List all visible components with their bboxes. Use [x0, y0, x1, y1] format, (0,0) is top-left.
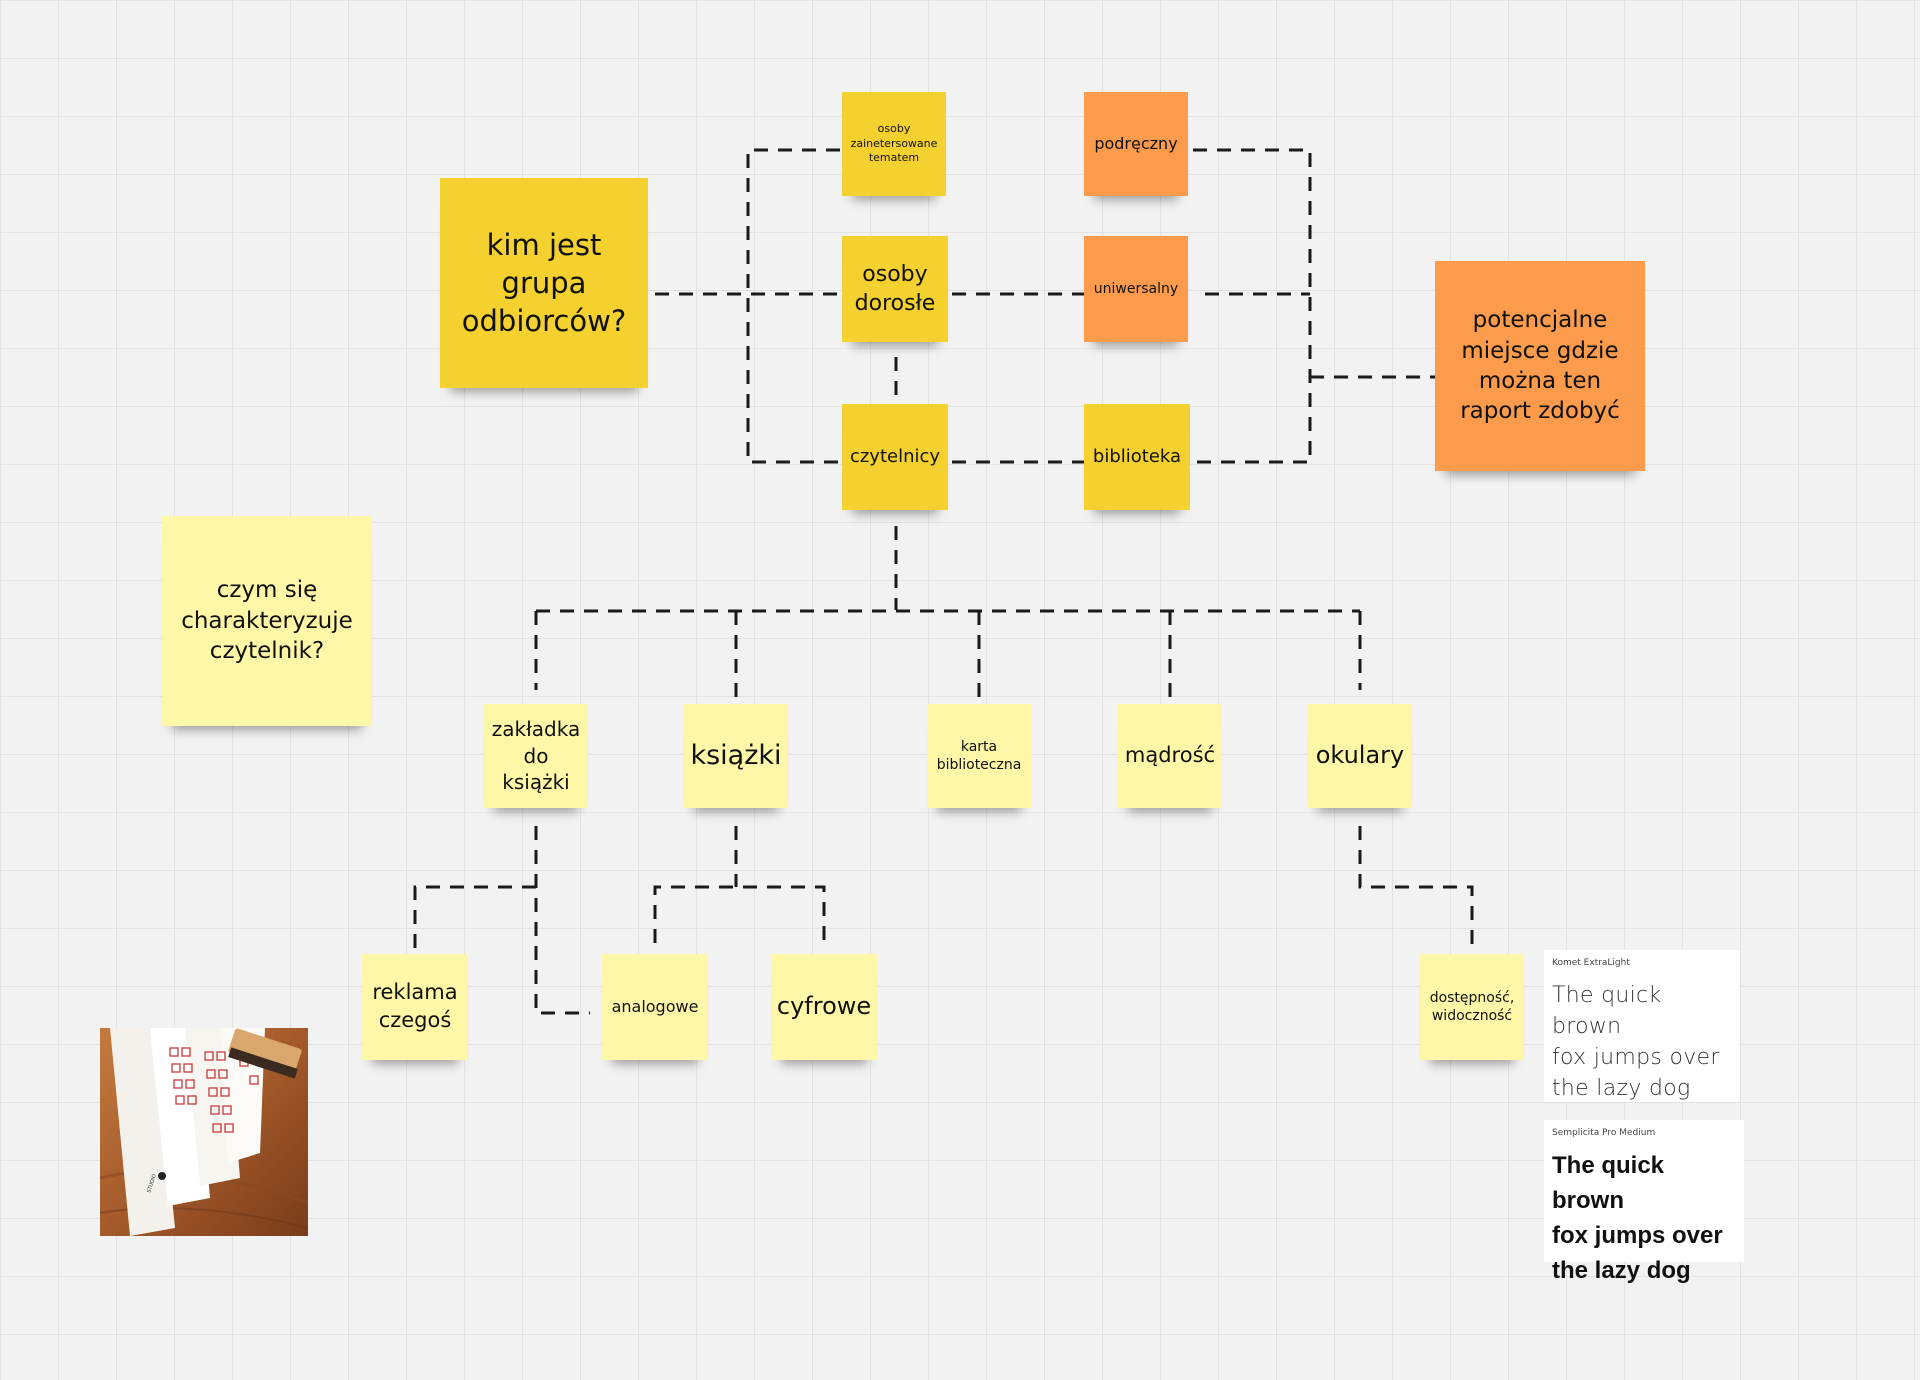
font-sample-text: The quick brown fox jumps over the lazy …: [1552, 983, 1720, 1101]
font-sample-text: The quick brown fox jumps over the lazy …: [1552, 1152, 1723, 1284]
connector-bookmark-down: [534, 826, 590, 1015]
sticky-note-wisdom[interactable]: mądrość: [1118, 704, 1222, 808]
sticky-note-accessibility[interactable]: dostępność, widoczność: [1420, 954, 1524, 1060]
connector-glasses-down: [1358, 826, 1474, 950]
connector-bracket-right: [1193, 148, 1312, 464]
bookmark-stamps-photo-icon: STUDIO: [100, 1028, 308, 1236]
sticky-note-ad[interactable]: reklama czegoś: [362, 954, 468, 1060]
sticky-note-question-reader[interactable]: czym się charakteryzuje czytelnik?: [162, 516, 372, 726]
sticky-note-interested[interactable]: osoby zainetersowane tematem: [842, 92, 946, 196]
sticky-note-readers[interactable]: czytelnicy: [842, 404, 948, 510]
sticky-note-bookmark[interactable]: zakładka do książki: [484, 704, 588, 808]
sticky-note-question-group[interactable]: kim jest grupa odbiorców?: [440, 178, 648, 388]
connector-bookmark-to-ad: [413, 885, 536, 950]
font-name-label: Semplicita Pro Medium: [1552, 1128, 1656, 1138]
connector-bracket-left: [746, 148, 840, 464]
sticky-note-adults[interactable]: osoby dorosłe: [842, 236, 948, 342]
sticky-note-analog[interactable]: analogowe: [602, 954, 708, 1060]
font-sample-card-semplicita[interactable]: Semplicita Pro Medium The quick brown fo…: [1544, 1120, 1744, 1284]
sticky-note-glasses[interactable]: okulary: [1308, 704, 1412, 808]
font-sample-card-komet[interactable]: Komet ExtraLight The quick brown fox jum…: [1544, 950, 1740, 1102]
sticky-note-books[interactable]: książki: [684, 704, 788, 808]
sticky-note-place[interactable]: potencjalne miejsce gdzie można ten rapo…: [1435, 261, 1645, 471]
sticky-note-library[interactable]: biblioteka: [1084, 404, 1190, 510]
sticky-note-library-card[interactable]: karta biblioteczna: [927, 704, 1031, 808]
sticky-note-universal[interactable]: uniwersalny: [1084, 236, 1188, 342]
sticky-note-handy[interactable]: podręczny: [1084, 92, 1188, 196]
font-name-label: Komet ExtraLight: [1552, 958, 1630, 968]
connector-books-branch: [653, 885, 826, 943]
sticky-note-digital[interactable]: cyfrowe: [771, 954, 877, 1060]
bookmark-stamps-photo[interactable]: STUDIO: [100, 1028, 308, 1236]
svg-text:STUDIO: STUDIO: [146, 1173, 158, 1193]
